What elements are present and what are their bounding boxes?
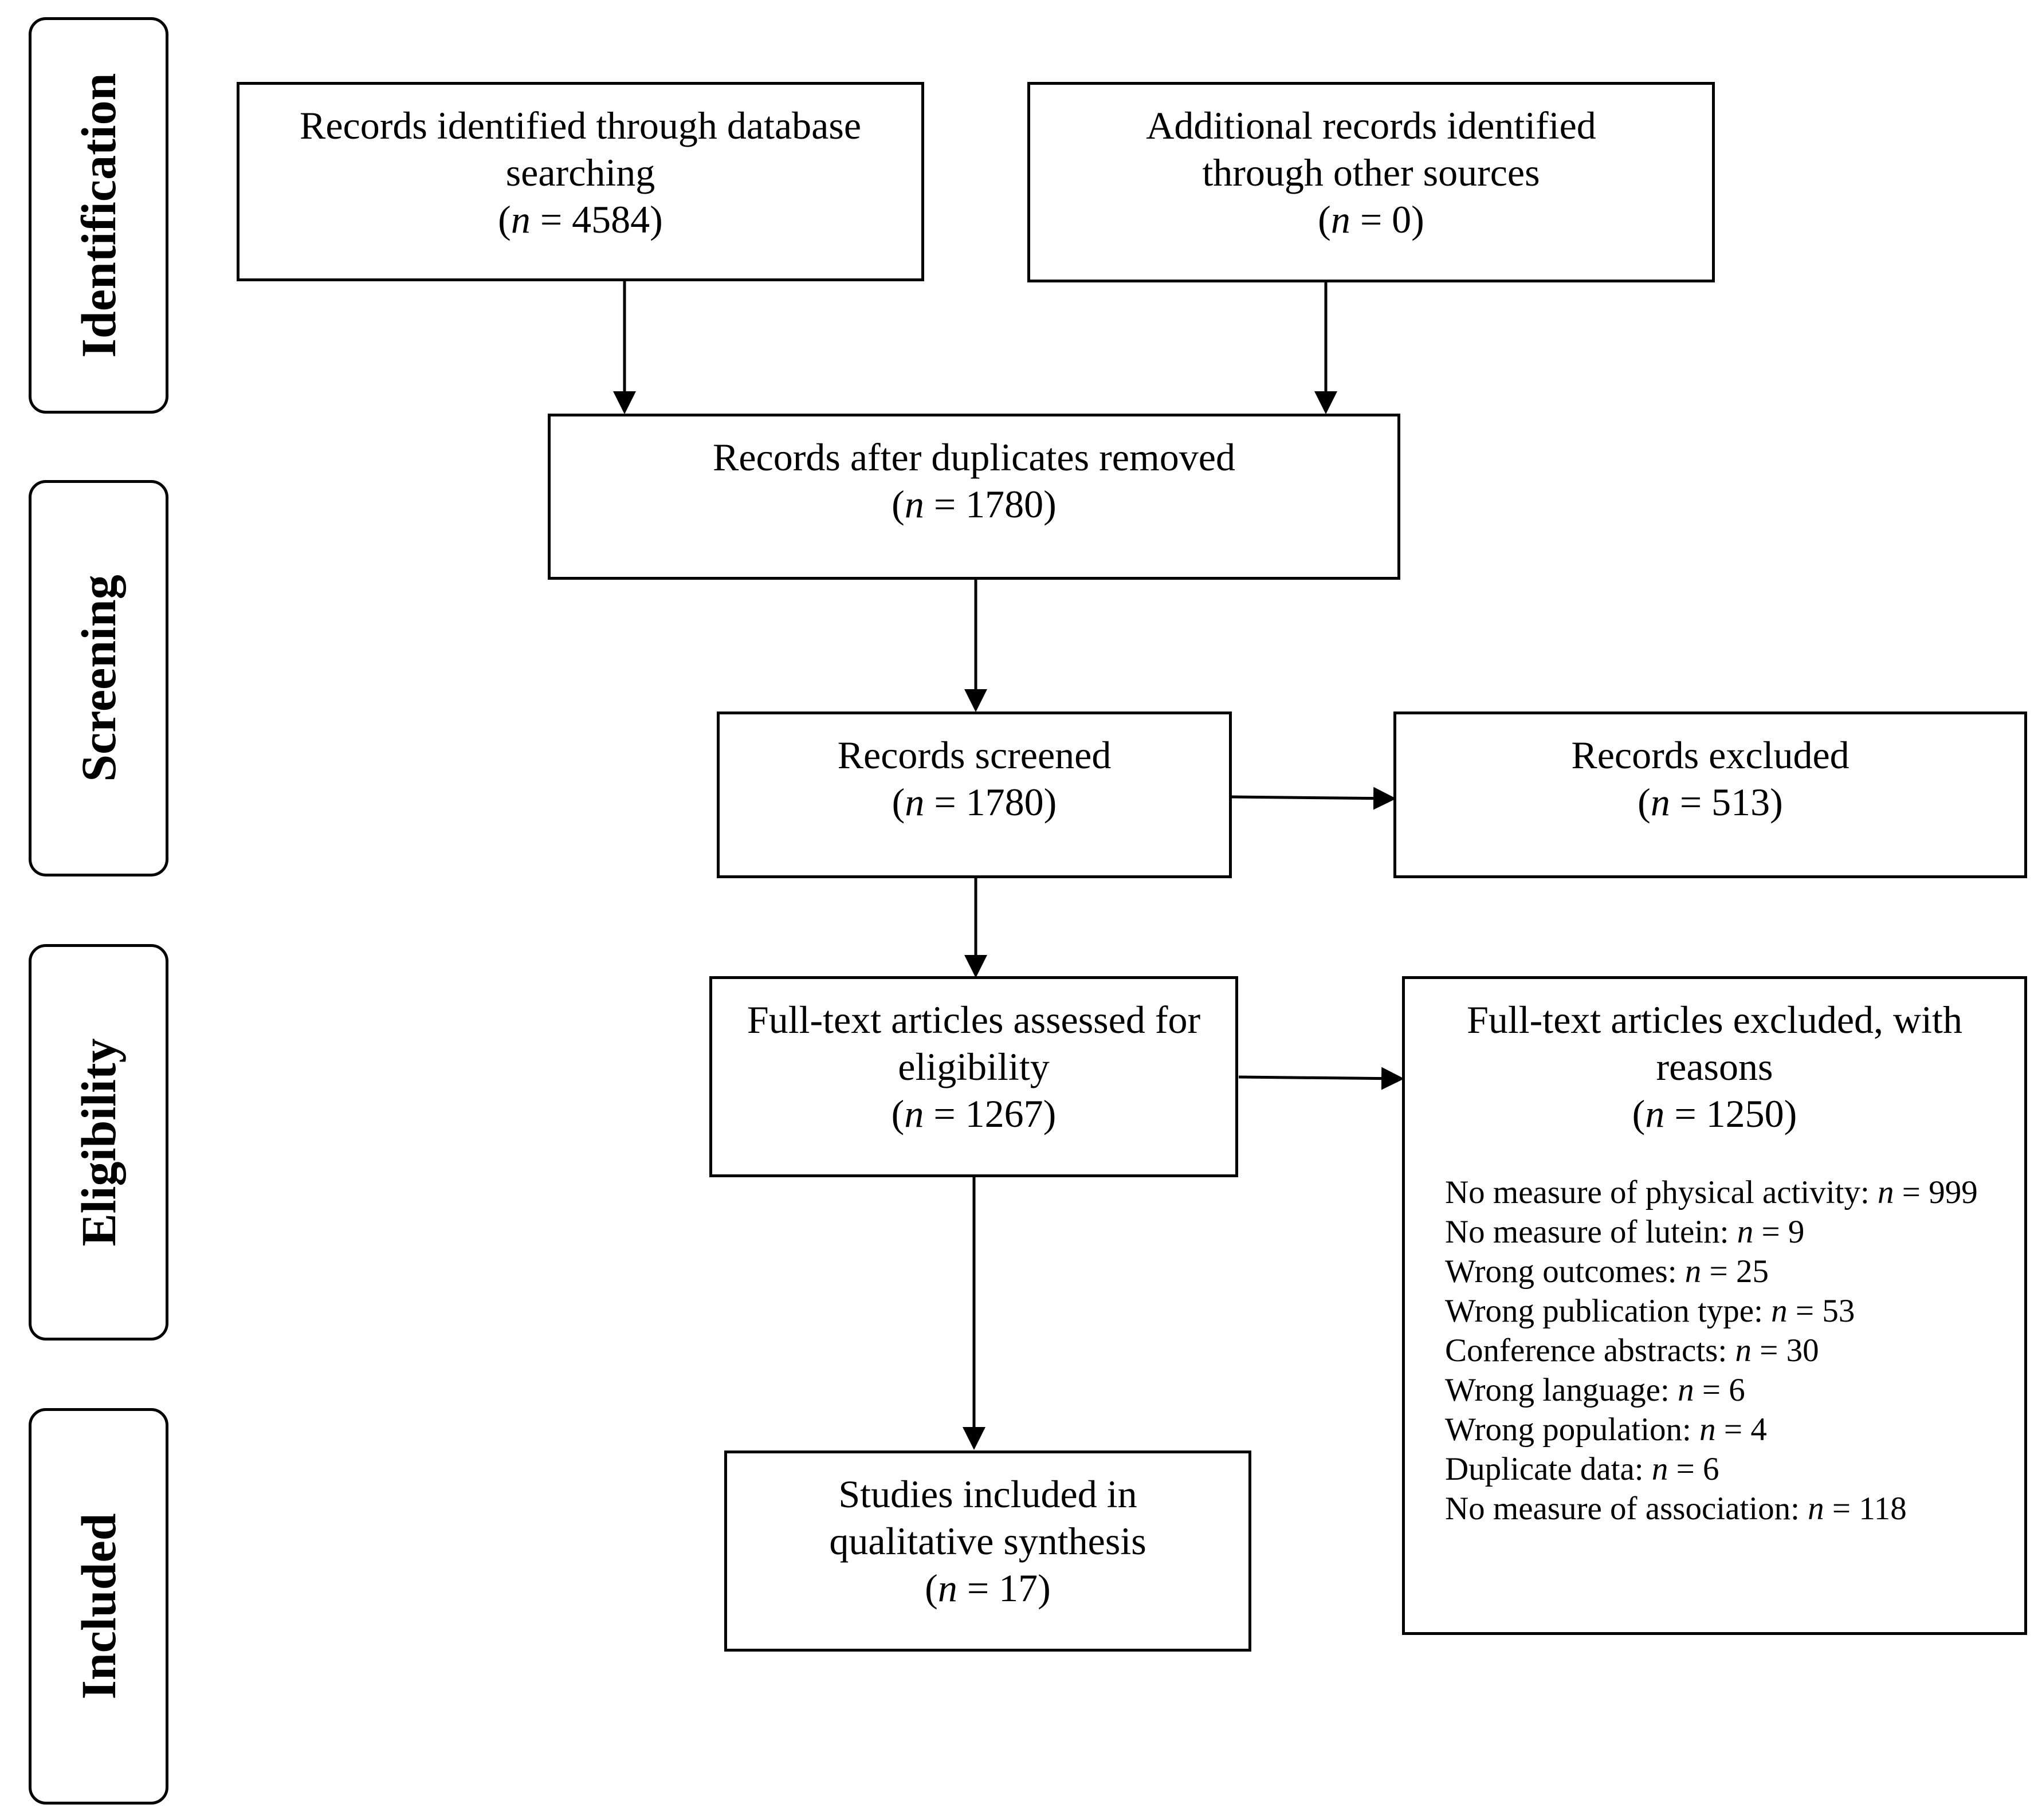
stage-included: Included — [29, 1408, 168, 1805]
record-count: (n = 1267) — [891, 1092, 1057, 1135]
record-count: (n = 1780) — [892, 482, 1057, 526]
exclusion-reason-count: 9 — [1788, 1214, 1805, 1250]
box-other-sources: Additional records identified through ot… — [1027, 82, 1715, 282]
exclusion-reason: Wrong population: n = 4 — [1445, 1412, 1767, 1448]
exclusion-reason-label: Wrong population: — [1445, 1412, 1691, 1448]
exclusion-reason-count: 118 — [1859, 1491, 1907, 1527]
box-records-screened: Records screened (n = 1780) — [717, 712, 1232, 878]
exclusion-reason-count: 4 — [1750, 1412, 1767, 1448]
record-count: (n = 4584) — [498, 198, 663, 241]
record-count: (n = 1780) — [892, 780, 1057, 824]
stage-identification: Identification — [29, 17, 168, 414]
exclusion-reason: No measure of association: n = 118 — [1445, 1491, 1907, 1527]
box-records-excluded: Records excluded (n = 513) — [1393, 712, 2027, 878]
exclusion-reason-label: Wrong language: — [1445, 1372, 1670, 1408]
box-fulltext-assessed: Full-text articles assessed for eligibil… — [709, 976, 1238, 1177]
box-text: Records screened — [837, 733, 1112, 777]
exclusion-reason-label: No measure of association: — [1445, 1491, 1800, 1527]
exclusion-reason-count: 30 — [1786, 1332, 1819, 1369]
exclusion-reason-label: Conference abstracts: — [1445, 1332, 1727, 1369]
exclusion-reason-count: 6 — [1703, 1451, 1719, 1487]
arrow-fulltext-to-excluded — [1238, 1067, 1404, 1090]
box-after-duplicates: Records after duplicates removed (n = 17… — [548, 414, 1400, 580]
box-text: Records after duplicates removed — [713, 435, 1235, 479]
exclusion-reason-count: 25 — [1735, 1253, 1769, 1290]
record-count: (n = 1250) — [1632, 1092, 1797, 1135]
exclusion-reason-count: 6 — [1729, 1372, 1745, 1408]
stage-eligibility: Eligibility — [29, 944, 168, 1341]
stage-screening: Screening — [29, 480, 168, 876]
exclusion-reason-count: 999 — [1929, 1174, 1978, 1210]
exclusion-reason: Wrong outcomes: n = 25 — [1445, 1253, 1769, 1290]
box-text: Full-text articles assessed for eligibil… — [747, 998, 1201, 1088]
exclusion-reason-label: No measure of physical activity: — [1445, 1174, 1870, 1210]
box-text: Records identified through database sear… — [299, 104, 862, 194]
exclusion-reason: Duplicate data: n = 6 — [1445, 1451, 1719, 1487]
exclusion-reason: Wrong language: n = 6 — [1445, 1372, 1745, 1408]
exclusion-reasons-list: No measure of physical activity: n = 999… — [1428, 1173, 2001, 1528]
exclusion-reason: No measure of lutein: n = 9 — [1445, 1214, 1805, 1250]
exclusion-reason: Wrong publication type: n = 53 — [1445, 1293, 1855, 1329]
exclusion-reason-label: Wrong publication type: — [1445, 1293, 1763, 1329]
box-database-search: Records identified through database sear… — [237, 82, 924, 281]
box-fulltext-excluded: Full-text articles excluded, with reason… — [1402, 976, 2027, 1635]
exclusion-reason-label: Duplicate data: — [1445, 1451, 1644, 1487]
box-studies-included: Studies included in qualitative synthesi… — [724, 1451, 1251, 1652]
record-count: (n = 17) — [925, 1566, 1051, 1610]
exclusion-reason-label: No measure of lutein: — [1445, 1214, 1729, 1250]
exclusion-reason-count: 53 — [1822, 1293, 1855, 1329]
record-count: (n = 513) — [1638, 780, 1783, 824]
box-text: Studies included in qualitative synthesi… — [829, 1472, 1146, 1563]
exclusion-reason: No measure of physical activity: n = 999 — [1445, 1174, 1978, 1210]
record-count: (n = 0) — [1318, 198, 1424, 241]
exclusion-reason: Conference abstracts: n = 30 — [1445, 1332, 1819, 1369]
arrow-screened-to-excluded — [1231, 787, 1396, 810]
exclusion-reason-label: Wrong outcomes: — [1445, 1253, 1677, 1290]
box-text: Records excluded — [1571, 733, 1849, 777]
box-text: Full-text articles excluded, with reason… — [1467, 998, 1962, 1088]
box-text: Additional records identified through ot… — [1146, 104, 1596, 194]
